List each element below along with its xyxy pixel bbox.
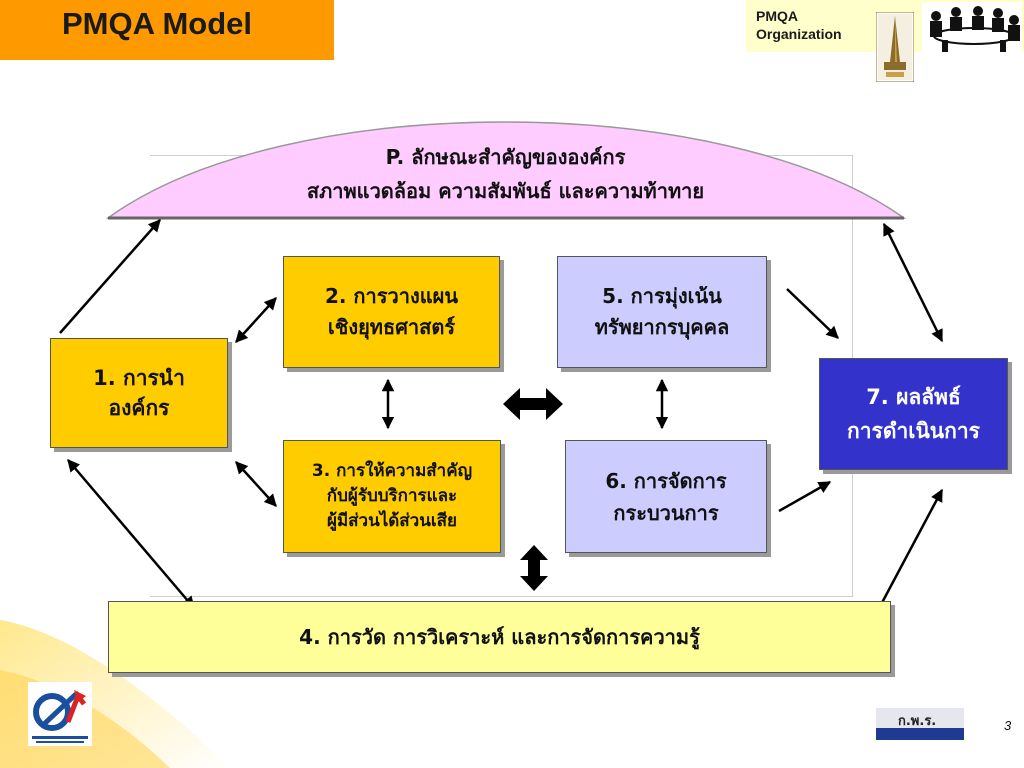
category-6-process-management-box: 6. การจัดการ กระบวนการ bbox=[565, 440, 767, 553]
category-6-line2: กระบวนการ bbox=[613, 500, 719, 525]
kpr-logo: ก.พ.ร. bbox=[876, 708, 964, 740]
arrow-leadership-strategy bbox=[235, 297, 277, 343]
arrow-measurement-results bbox=[874, 488, 944, 616]
category-1-leadership-box: 1. การนำ องค์กร bbox=[50, 338, 228, 448]
pmqa-logo-icon bbox=[876, 12, 914, 82]
category-4-measurement-knowledge-box: 4. การวัด การวิเคราะห์ และการจัดการความร… bbox=[108, 601, 891, 673]
category-7-line1: 7. ผลลัพธ์ bbox=[866, 385, 961, 409]
category-3-text: 3. การให้ความสำคัญ กับผู้รับบริการและ ผู… bbox=[312, 459, 472, 534]
arrow-leadership-customer bbox=[235, 461, 277, 507]
category-5-line2: ทรัพยากรบุคคล bbox=[594, 315, 730, 339]
arrow-leadership-to-profile bbox=[59, 219, 161, 334]
category-2-line2: เชิงยุทธศาสตร์ bbox=[327, 315, 456, 339]
category-5-line1: 5. การมุ่งเน้น bbox=[602, 284, 722, 308]
category-1-line1: 1. การนำ bbox=[93, 366, 185, 390]
kpr-logo-graphic bbox=[876, 708, 964, 740]
organization-label: PMQA Organization bbox=[756, 7, 842, 43]
category-6-line1: 6. การจัดการ bbox=[605, 468, 727, 493]
category-5-workforce-focus-box: 5. การมุ่งเน้น ทรัพยากรบุคคล bbox=[557, 256, 767, 368]
category-4-text: 4. การวัด การวิเคราะห์ และการจัดการความร… bbox=[299, 625, 700, 649]
block-arrow-horizontal bbox=[503, 388, 563, 420]
arrow-leadership-measurement bbox=[67, 459, 195, 609]
category-7-results-box: 7. ผลลัพธ์ การดำเนินการ bbox=[819, 358, 1008, 470]
category-5-text: 5. การมุ่งเน้น ทรัพยากรบุคคล bbox=[595, 281, 730, 343]
organization-label-line1: PMQA bbox=[756, 8, 798, 24]
category-7-text: 7. ผลลัพธ์ การดำเนินการ bbox=[847, 380, 980, 448]
category-1-line2: องค์กร bbox=[108, 396, 170, 420]
category-1-text: 1. การนำ องค์กร bbox=[93, 363, 185, 423]
category-7-line2: การดำเนินการ bbox=[847, 419, 980, 443]
arrow-workforce-to-results bbox=[786, 288, 839, 339]
organization-label-line2: Organization bbox=[756, 26, 842, 42]
organizational-profile-dome bbox=[105, 121, 907, 220]
category-2-line1: 2. การวางแผน bbox=[324, 284, 459, 308]
title-bar bbox=[0, 0, 334, 60]
arrow-process-to-results bbox=[778, 480, 832, 513]
category-6-text: 6. การจัดการ กระบวนการ bbox=[605, 465, 726, 529]
profile-line2: สภาพแวดล้อม ความสัมพันธ์ และความท้าทาย bbox=[306, 179, 705, 203]
page-number: 3 bbox=[1004, 718, 1012, 733]
meeting-illustration-icon bbox=[922, 2, 1022, 54]
category-2-text: 2. การวางแผน เชิงยุทธศาสตร์ bbox=[325, 281, 458, 343]
profile-line1: P. ลักษณะสำคัญขององค์กร bbox=[385, 145, 626, 169]
slide-title: PMQA Model bbox=[62, 6, 253, 41]
category-3-line2: กับผู้รับบริการและ bbox=[326, 486, 458, 506]
category-3-customer-focus-box: 3. การให้ความสำคัญ กับผู้รับบริการและ ผู… bbox=[283, 440, 501, 553]
organizational-profile-text: P. ลักษณะสำคัญขององค์กร สภาพแวดล้อม ความ… bbox=[108, 140, 903, 208]
kpr-logo-text: ก.พ.ร. bbox=[898, 714, 937, 729]
productivity-institute-logo-icon bbox=[28, 682, 92, 746]
block-arrow-vertical bbox=[520, 545, 548, 591]
category-2-strategic-planning-box: 2. การวางแผน เชิงยุทธศาสตร์ bbox=[283, 256, 500, 368]
category-3-line3: ผู้มีส่วนได้ส่วนเสีย bbox=[326, 511, 457, 531]
arrow-profile-results bbox=[882, 222, 944, 343]
category-3-line1: 3. การให้ความสำคัญ bbox=[311, 461, 473, 481]
